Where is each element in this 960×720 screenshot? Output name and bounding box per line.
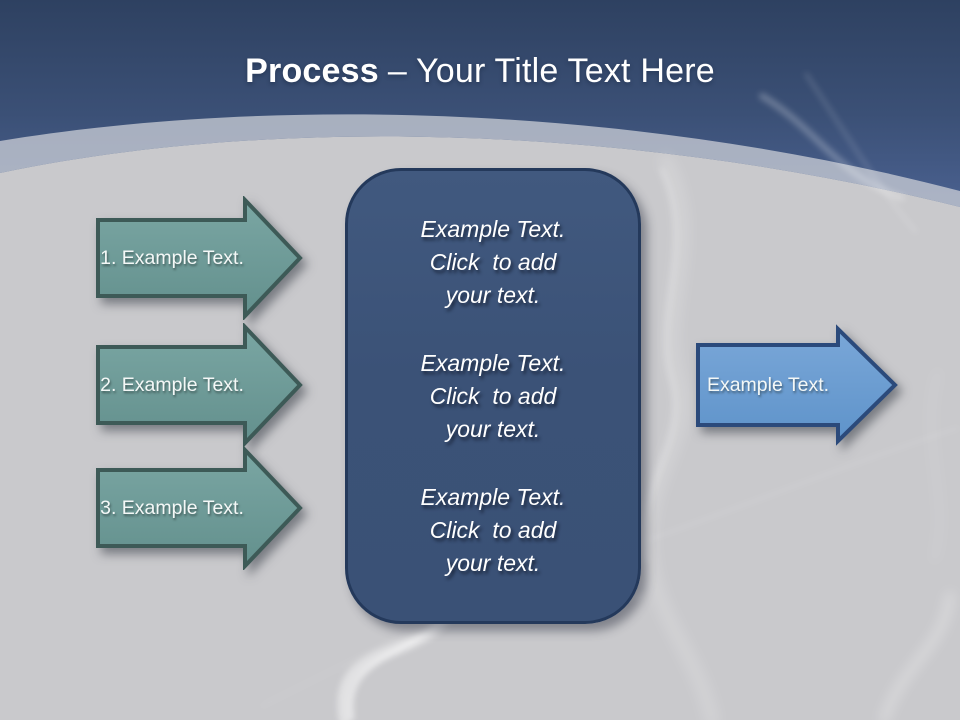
panel-paragraph-1: Example Text. Click to add your text. bbox=[356, 213, 630, 312]
title-bold-text: Process bbox=[245, 52, 379, 90]
center-panel[interactable]: Example Text. Click to add your text. Ex… bbox=[345, 168, 641, 624]
arrow-right-shape bbox=[696, 324, 898, 446]
step-arrow-1-label: 1. Example Text. bbox=[100, 246, 244, 269]
panel-text-line: your text. bbox=[445, 282, 541, 308]
panel-text-line: Click to add bbox=[429, 249, 557, 275]
panel-text-line: Click to add bbox=[429, 517, 557, 543]
step-arrow-2[interactable]: 2. Example Text. bbox=[95, 323, 305, 447]
arc-band bbox=[0, 114, 960, 207]
panel-text-line: your text. bbox=[445, 416, 541, 442]
arrow-right-shape bbox=[96, 446, 303, 570]
title-regular-text: – Your Title Text Here bbox=[387, 52, 715, 90]
step-arrow-3[interactable]: 3. Example Text. bbox=[95, 446, 305, 570]
panel-paragraph-2: Example Text. Click to add your text. bbox=[356, 347, 630, 446]
arrow-right-shape bbox=[96, 323, 303, 447]
step-arrow-1[interactable]: 1. Example Text. bbox=[95, 196, 305, 320]
step-arrow-3-label: 3. Example Text. bbox=[100, 496, 244, 519]
panel-text-line: your text. bbox=[445, 550, 541, 576]
output-arrow[interactable]: Example Text. bbox=[695, 324, 899, 446]
step-arrow-2-label: 2. Example Text. bbox=[100, 373, 244, 396]
slide-title: Process– Your Title Text Here bbox=[0, 52, 960, 91]
output-arrow-label: Example Text. bbox=[706, 373, 830, 396]
panel-paragraph-3: Example Text. Click to add your text. bbox=[356, 481, 630, 580]
panel-text-line: Example Text. bbox=[420, 216, 566, 242]
panel-text-line: Example Text. bbox=[420, 484, 566, 510]
panel-text-line: Example Text. bbox=[420, 350, 566, 376]
panel-text-line: Click to add bbox=[429, 383, 557, 409]
arrow-right-shape bbox=[96, 196, 303, 320]
